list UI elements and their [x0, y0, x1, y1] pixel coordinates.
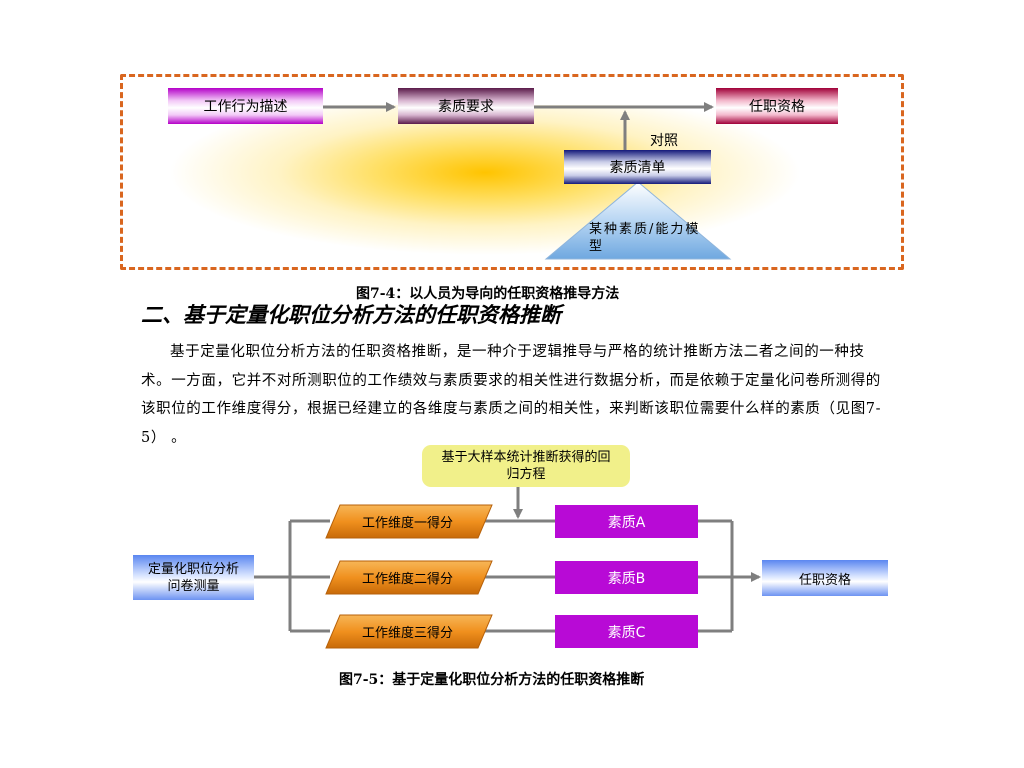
box-qualification-label: 任职资格 [749, 99, 805, 115]
box-qualification: 任职资格 [716, 88, 838, 124]
competency-c-label: 素质C [607, 624, 646, 641]
figure1-caption: 图7-4：以人员为导向的任职资格推导方法 [356, 286, 620, 302]
box-work-behavior-label: 工作行为描述 [203, 99, 288, 115]
parallelogram-dimension-1 [325, 504, 493, 539]
dimension-1-label: 工作维度一得分 [361, 516, 453, 531]
figure1-connectors [323, 102, 732, 260]
questionnaire-label: 定量化职位分析问卷测量 [147, 561, 239, 594]
competency-a-box: 素质A [555, 505, 698, 538]
box-work-behavior: 工作行为描述 [168, 88, 323, 124]
dashed-frame [120, 74, 904, 270]
qualification-result-box: 任职资格 [762, 560, 888, 596]
parallelogram-dimension-3 [325, 614, 493, 649]
regression-equation-box: 基于大样本统计推断获得的回归方程 [422, 445, 630, 487]
figure2-caption: 图7-5：基于定量化职位分析方法的任职资格推断 [339, 672, 645, 688]
paragraph-text: 基于定量化职位分析方法的任职资格推断，是一种介于逻辑推导与严格的统计推断方法二者… [141, 344, 882, 446]
dimension-3-label: 工作维度三得分 [361, 626, 453, 641]
box-competency-list-label: 素质清单 [609, 160, 666, 176]
box-competency-list: 素质清单 [564, 150, 711, 184]
box-competency-requirement-label: 素质要求 [438, 99, 494, 115]
triangle-model-label: 某种素质/能力模型 [589, 222, 701, 254]
competency-a-label: 素质A [607, 514, 646, 531]
competency-model-triangle [544, 181, 732, 260]
dimension-2-label: 工作维度二得分 [361, 572, 453, 587]
section-paragraph: 基于定量化职位分析方法的任职资格推断，是一种介于逻辑推导与严格的统计推断方法二者… [141, 338, 893, 452]
questionnaire-box: 定量化职位分析问卷测量 [133, 555, 254, 600]
competency-b-label: 素质B [607, 570, 646, 587]
label-compare: 对照 [650, 133, 678, 149]
section-heading: 二、基于定量化职位分析方法的任职资格推断 [141, 302, 561, 327]
box-competency-requirement: 素质要求 [398, 88, 534, 124]
regression-equation-label: 基于大样本统计推断获得的回归方程 [441, 450, 611, 482]
competency-b-box: 素质B [555, 561, 698, 594]
parallelogram-dimension-2 [325, 560, 493, 595]
competency-c-box: 素质C [555, 615, 698, 648]
glow-background [170, 105, 870, 255]
qualification-result-label: 任职资格 [798, 572, 851, 588]
